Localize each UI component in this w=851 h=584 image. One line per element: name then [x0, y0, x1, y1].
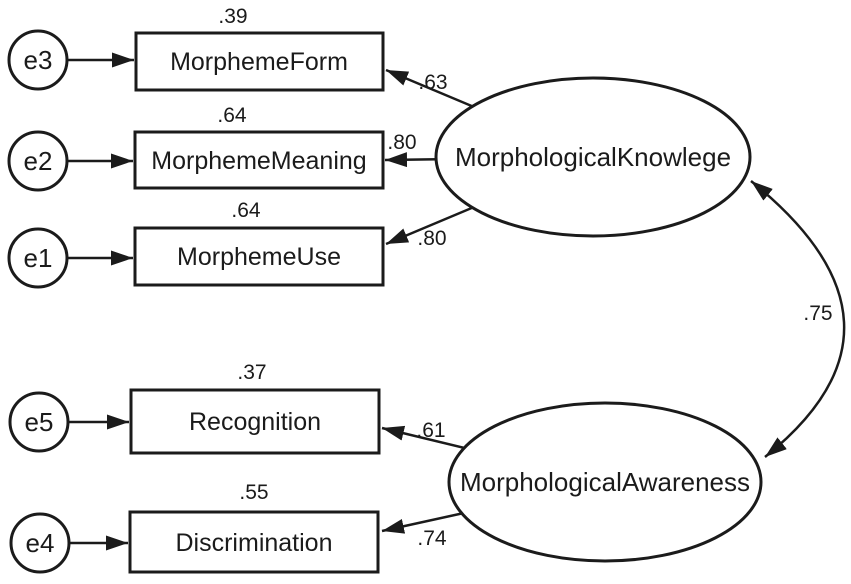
- latent-morphological-knowlege-label: MorphologicalKnowlege: [455, 142, 731, 172]
- error-e1-label: e1: [24, 243, 53, 273]
- covariance-arc: [750, 180, 846, 458]
- observed-discrimination-box: [128, 510, 380, 574]
- observed-morphemeform-box: [134, 31, 385, 92]
- covariance-value: .75: [803, 302, 832, 325]
- loading-recognition: .61: [416, 419, 445, 442]
- observed-recognition-box: [129, 388, 381, 455]
- observed-morphememeaning-label: MorphemeMeaning: [151, 147, 366, 175]
- observed-morphemeform-label: MorphemeForm: [170, 48, 348, 76]
- r2-recognition: .37: [237, 361, 266, 384]
- error-e4-circle: [9, 512, 71, 574]
- error-e3-label: e3: [24, 45, 53, 75]
- error-e4-label: e4: [26, 528, 55, 558]
- observed-morphemeuse-label: MorphemeUse: [177, 243, 341, 271]
- error-e3-circle: [7, 29, 69, 91]
- loading-discrimination: .74: [417, 527, 447, 550]
- latent-morphological-awareness: [447, 401, 763, 563]
- error-e2-circle: [7, 130, 69, 192]
- observed-morphememeaning-box: [133, 130, 385, 190]
- r2-morphememeaning: .64: [217, 104, 247, 127]
- error-e1-circle: [7, 227, 69, 289]
- r2-morphemeform: .39: [218, 5, 247, 28]
- observed-discrimination-label: Discrimination: [176, 529, 333, 557]
- observed-morphemeuse-box: [133, 226, 385, 287]
- loading-morphemeform: .63: [418, 71, 447, 94]
- latent-morphological-knowlege: [434, 76, 752, 238]
- latent-morphological-awareness-label: MorphologicalAwareness: [460, 467, 750, 497]
- loading-morphememeaning: .80: [387, 131, 416, 154]
- r2-morphemeuse: .64: [231, 199, 261, 222]
- error-e5-label: e5: [25, 407, 54, 437]
- error-e2-label: e2: [24, 146, 53, 176]
- error-e5-circle: [8, 391, 70, 453]
- r2-discrimination: .55: [239, 481, 268, 504]
- observed-recognition-label: Recognition: [189, 408, 321, 436]
- loading-morphemeuse: .80: [417, 227, 446, 250]
